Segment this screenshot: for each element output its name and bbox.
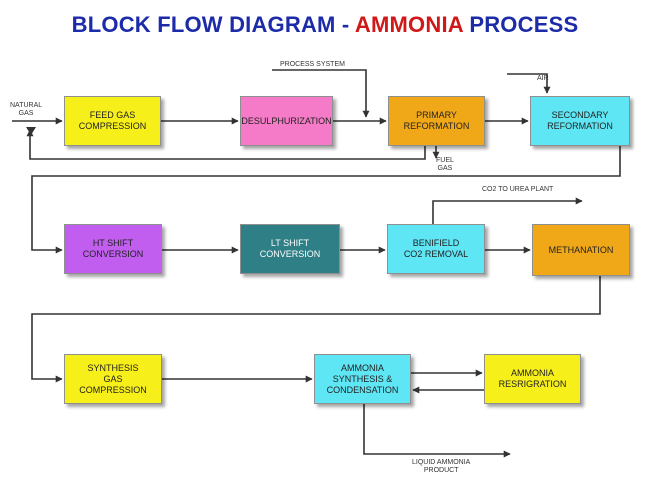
process-system-label: PROCESS SYSTEM: [280, 61, 345, 68]
methanation-block: METHANATION: [532, 224, 630, 276]
air-label: AIR: [537, 75, 549, 82]
ammonia-refrigeration-block: AMMONIA RESRIGRATION: [484, 354, 581, 404]
benfield-co2-removal-label: BENIFIELD CO2 REMOVAL: [403, 238, 469, 259]
title-part-1: BLOCK FLOW DIAGRAM -: [71, 12, 355, 37]
fuel-gas-label: FUEL GAS: [436, 157, 454, 172]
synthesis-gas-compression-label: SYNTHESIS GAS COMPRESSION: [79, 362, 147, 395]
natural-gas-valve-icon: [26, 127, 36, 135]
process-system-line: [272, 69, 370, 118]
desulphurization-label: DESULPHURIZATION: [241, 115, 332, 126]
primary-reformation-block: PRIMARY REFORMATION: [388, 96, 485, 146]
methanation-label: METHANATION: [548, 244, 614, 255]
primary-reformation-label: PRIMARY REFORMATION: [403, 110, 470, 131]
liquid-ammonia-product-label: LIQUID AMMONIA PRODUCT: [412, 459, 471, 474]
secondary-reformation-label: SECONDARY REFORMATION: [547, 110, 613, 131]
co2-line: [432, 197, 583, 224]
ht-shift-conversion-block: HT SHIFT CONVERSION: [64, 224, 162, 274]
methanation-to-syngas-line: [31, 276, 601, 383]
benfield-co2-removal-block: BENIFIELD CO2 REMOVAL: [387, 224, 485, 274]
lt-shift-conversion-block: LT SHIFT CONVERSION: [240, 224, 340, 274]
natural-gas-label: NATURAL GAS: [10, 102, 43, 117]
ammonia-refrigeration-label: AMMONIA RESRIGRATION: [498, 368, 567, 389]
liquid-ammonia-line: [363, 404, 511, 458]
ammonia-synthesis-block: AMMONIA SYNTHESIS & CONDENSATION: [314, 354, 411, 404]
lt-shift-conversion-label: LT SHIFT CONVERSION: [259, 238, 321, 259]
air-line: [507, 73, 551, 94]
secondary-to-ht-line: [31, 146, 621, 254]
secondary-reformation-block: SECONDARY REFORMATION: [530, 96, 630, 146]
feed-gas-compression-block: FEED GAS COMPRESSION: [64, 96, 161, 146]
fuel-return-line: [26, 129, 426, 160]
ammonia-synthesis-label: AMMONIA SYNTHESIS & CONDENSATION: [326, 362, 399, 395]
co2-to-urea-label: CO2 TO UREA PLANT: [482, 186, 554, 193]
synthesis-gas-compression-block: SYNTHESIS GAS COMPRESSION: [64, 354, 162, 404]
title-part-2: AMMONIA: [354, 12, 464, 37]
desulphurization-block: DESULPHURIZATION: [240, 96, 333, 146]
ht-shift-conversion-label: HT SHIFT CONVERSION: [82, 238, 144, 259]
feed-gas-compression-label: FEED GAS COMPRESSION: [78, 110, 147, 131]
title-part-3: PROCESS: [463, 12, 579, 37]
diagram-title: BLOCK FLOW DIAGRAM - AMMONIA PROCESS: [0, 12, 650, 38]
